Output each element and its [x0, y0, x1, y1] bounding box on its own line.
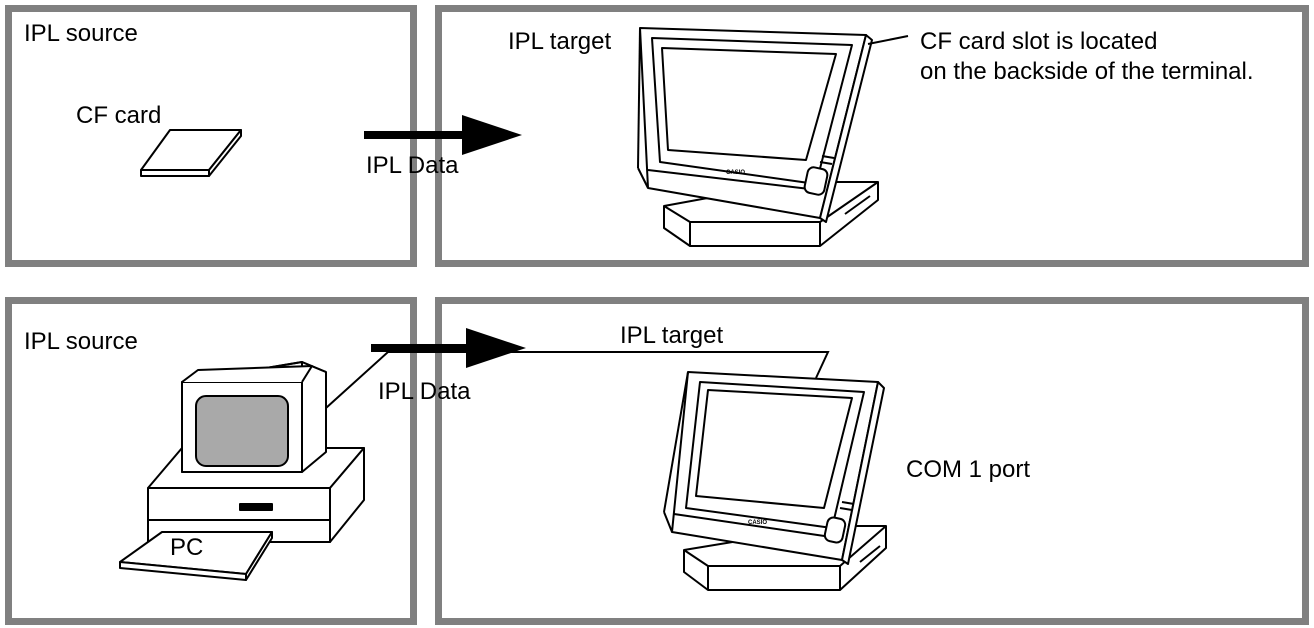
pc-icon	[119, 361, 365, 581]
top-brand-label: CASIO	[726, 170, 745, 176]
cf-card-label: CF card	[76, 102, 162, 129]
bottom-source-title: IPL source	[24, 328, 138, 355]
slot-note-line1: CF card slot is located	[920, 28, 1158, 55]
serial-cable	[325, 351, 830, 409]
pos-terminal-icon: CASIO	[637, 27, 879, 247]
pc-label: PC	[170, 534, 204, 561]
bottom-transfer-arrow-icon	[371, 328, 526, 368]
top-target-panel	[435, 5, 1309, 267]
bottom-target-title: IPL target	[620, 322, 724, 349]
pos-terminal-icon: CASIO	[663, 371, 887, 591]
slot-note-line2: on the backside of the terminal.	[920, 58, 1254, 85]
bottom-brand-label: CASIO	[748, 520, 767, 526]
bottom-transfer-label: IPL Data	[378, 378, 471, 405]
slot-leader-line	[867, 35, 909, 45]
cf-card-icon	[140, 129, 242, 177]
com-port-label: COM 1 port	[906, 456, 1031, 483]
top-target-title: IPL target	[508, 28, 612, 55]
top-transfer-label: IPL Data	[366, 152, 459, 179]
top-source-title: IPL source	[24, 20, 138, 47]
top-transfer-arrow-icon	[364, 115, 522, 155]
